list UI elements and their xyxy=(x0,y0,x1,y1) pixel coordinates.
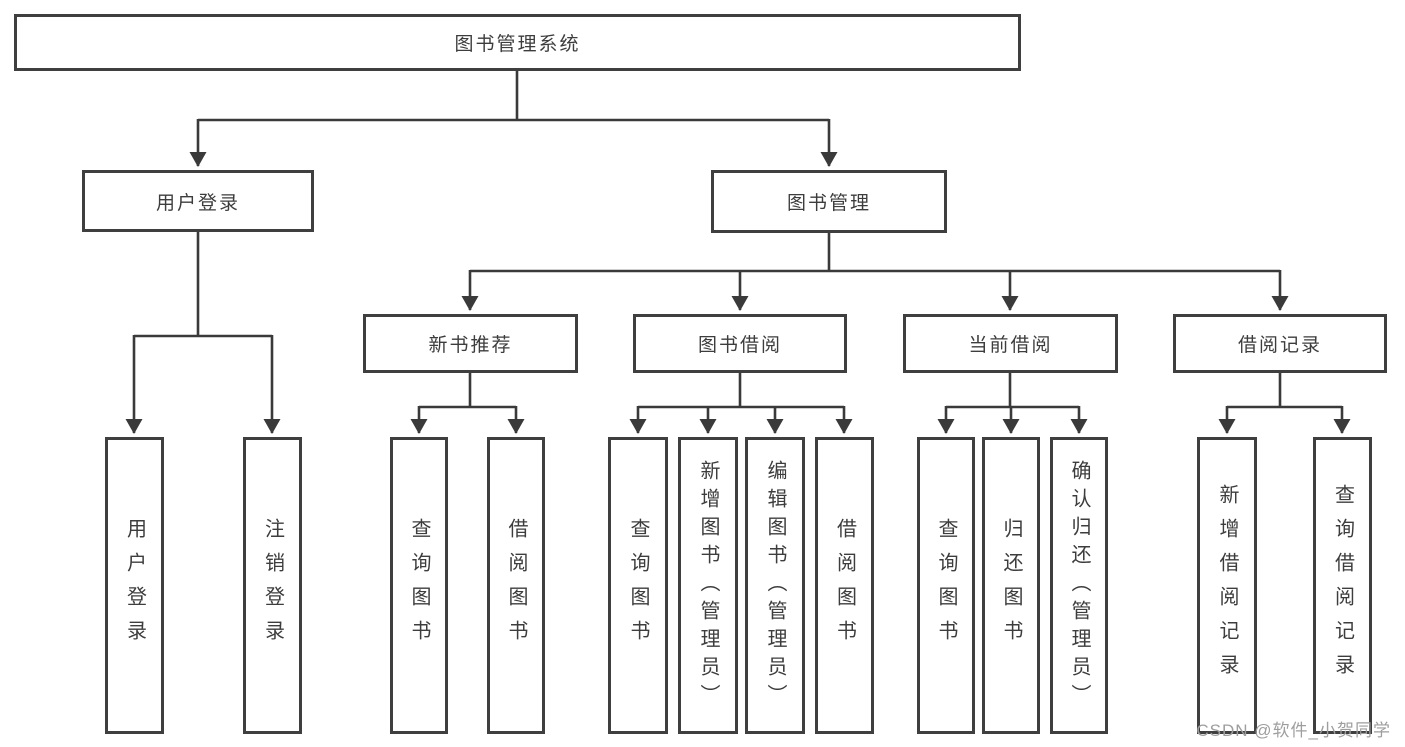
node-user-login-branch: 用户登录 xyxy=(82,170,314,232)
leaf-label: 查询图书 xyxy=(627,517,649,654)
leaf-query-books-current: 查询图书 xyxy=(917,437,975,734)
node-new-book-recommendation: 新书推荐 xyxy=(363,314,578,373)
csdn-watermark: CSDN @软件_小贺同学 xyxy=(1196,721,1391,740)
leaf-label: 归还图书 xyxy=(1000,517,1022,654)
leaf-return-books: 归还图书 xyxy=(982,437,1040,734)
node-library-management-system: 图书管理系统 xyxy=(14,14,1021,71)
node-book-management-branch: 图书管理 xyxy=(711,170,947,233)
node-book-borrowing: 图书借阅 xyxy=(633,314,847,373)
leaf-label: 查询借阅记录 xyxy=(1331,483,1354,688)
leaf-query-books-borrowing: 查询图书 xyxy=(608,437,668,734)
leaf-label: 借阅图书 xyxy=(833,517,856,654)
leaf-confirm-return-admin: 确认归还（管理员） xyxy=(1050,437,1108,734)
leaf-query-books-recommend: 查询图书 xyxy=(390,437,448,734)
leaf-label: 新增图书（管理员） xyxy=(697,459,719,712)
leaf-add-book-admin: 新增图书（管理员） xyxy=(678,437,738,734)
leaf-logout: 注销登录 xyxy=(243,437,302,734)
leaf-label: 查询图书 xyxy=(935,517,957,654)
node-borrowing-records: 借阅记录 xyxy=(1173,314,1387,373)
leaf-borrow-books-recommend: 借阅图书 xyxy=(487,437,545,734)
leaf-label: 用户登录 xyxy=(123,517,146,654)
leaf-add-borrow-record: 新增借阅记录 xyxy=(1197,437,1257,734)
leaf-label: 新增借阅记录 xyxy=(1216,483,1238,688)
node-current-borrowing: 当前借阅 xyxy=(903,314,1118,373)
leaf-label: 编辑图书（管理员） xyxy=(764,459,786,712)
leaf-edit-book-admin: 编辑图书（管理员） xyxy=(745,437,805,734)
leaf-label: 确认归还（管理员） xyxy=(1068,459,1090,712)
leaf-label: 借阅图书 xyxy=(505,517,527,654)
leaf-borrow-books-borrowing: 借阅图书 xyxy=(815,437,874,734)
leaf-query-borrow-record: 查询借阅记录 xyxy=(1313,437,1372,734)
leaf-label: 注销登录 xyxy=(261,517,284,654)
leaf-user-login: 用户登录 xyxy=(105,437,164,734)
leaf-label: 查询图书 xyxy=(408,517,430,654)
